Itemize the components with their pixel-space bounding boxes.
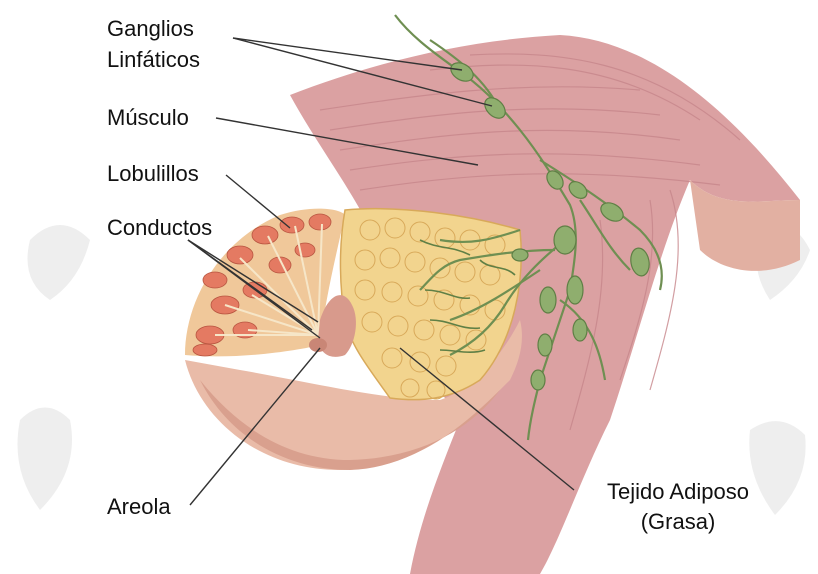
- label-tejido-adiposo: Tejido Adiposo: [582, 478, 774, 505]
- label-areola: Areola: [107, 493, 171, 520]
- leader-lobulillos: [226, 175, 290, 228]
- label-linfaticos: Linfáticos: [107, 46, 200, 73]
- label-ganglios: Ganglios: [107, 15, 194, 42]
- label-musculo: Músculo: [107, 104, 189, 131]
- label-lobulillos: Lobulillos: [107, 160, 199, 187]
- label-conductos: Conductos: [107, 214, 212, 241]
- label-grasa: (Grasa): [582, 508, 774, 535]
